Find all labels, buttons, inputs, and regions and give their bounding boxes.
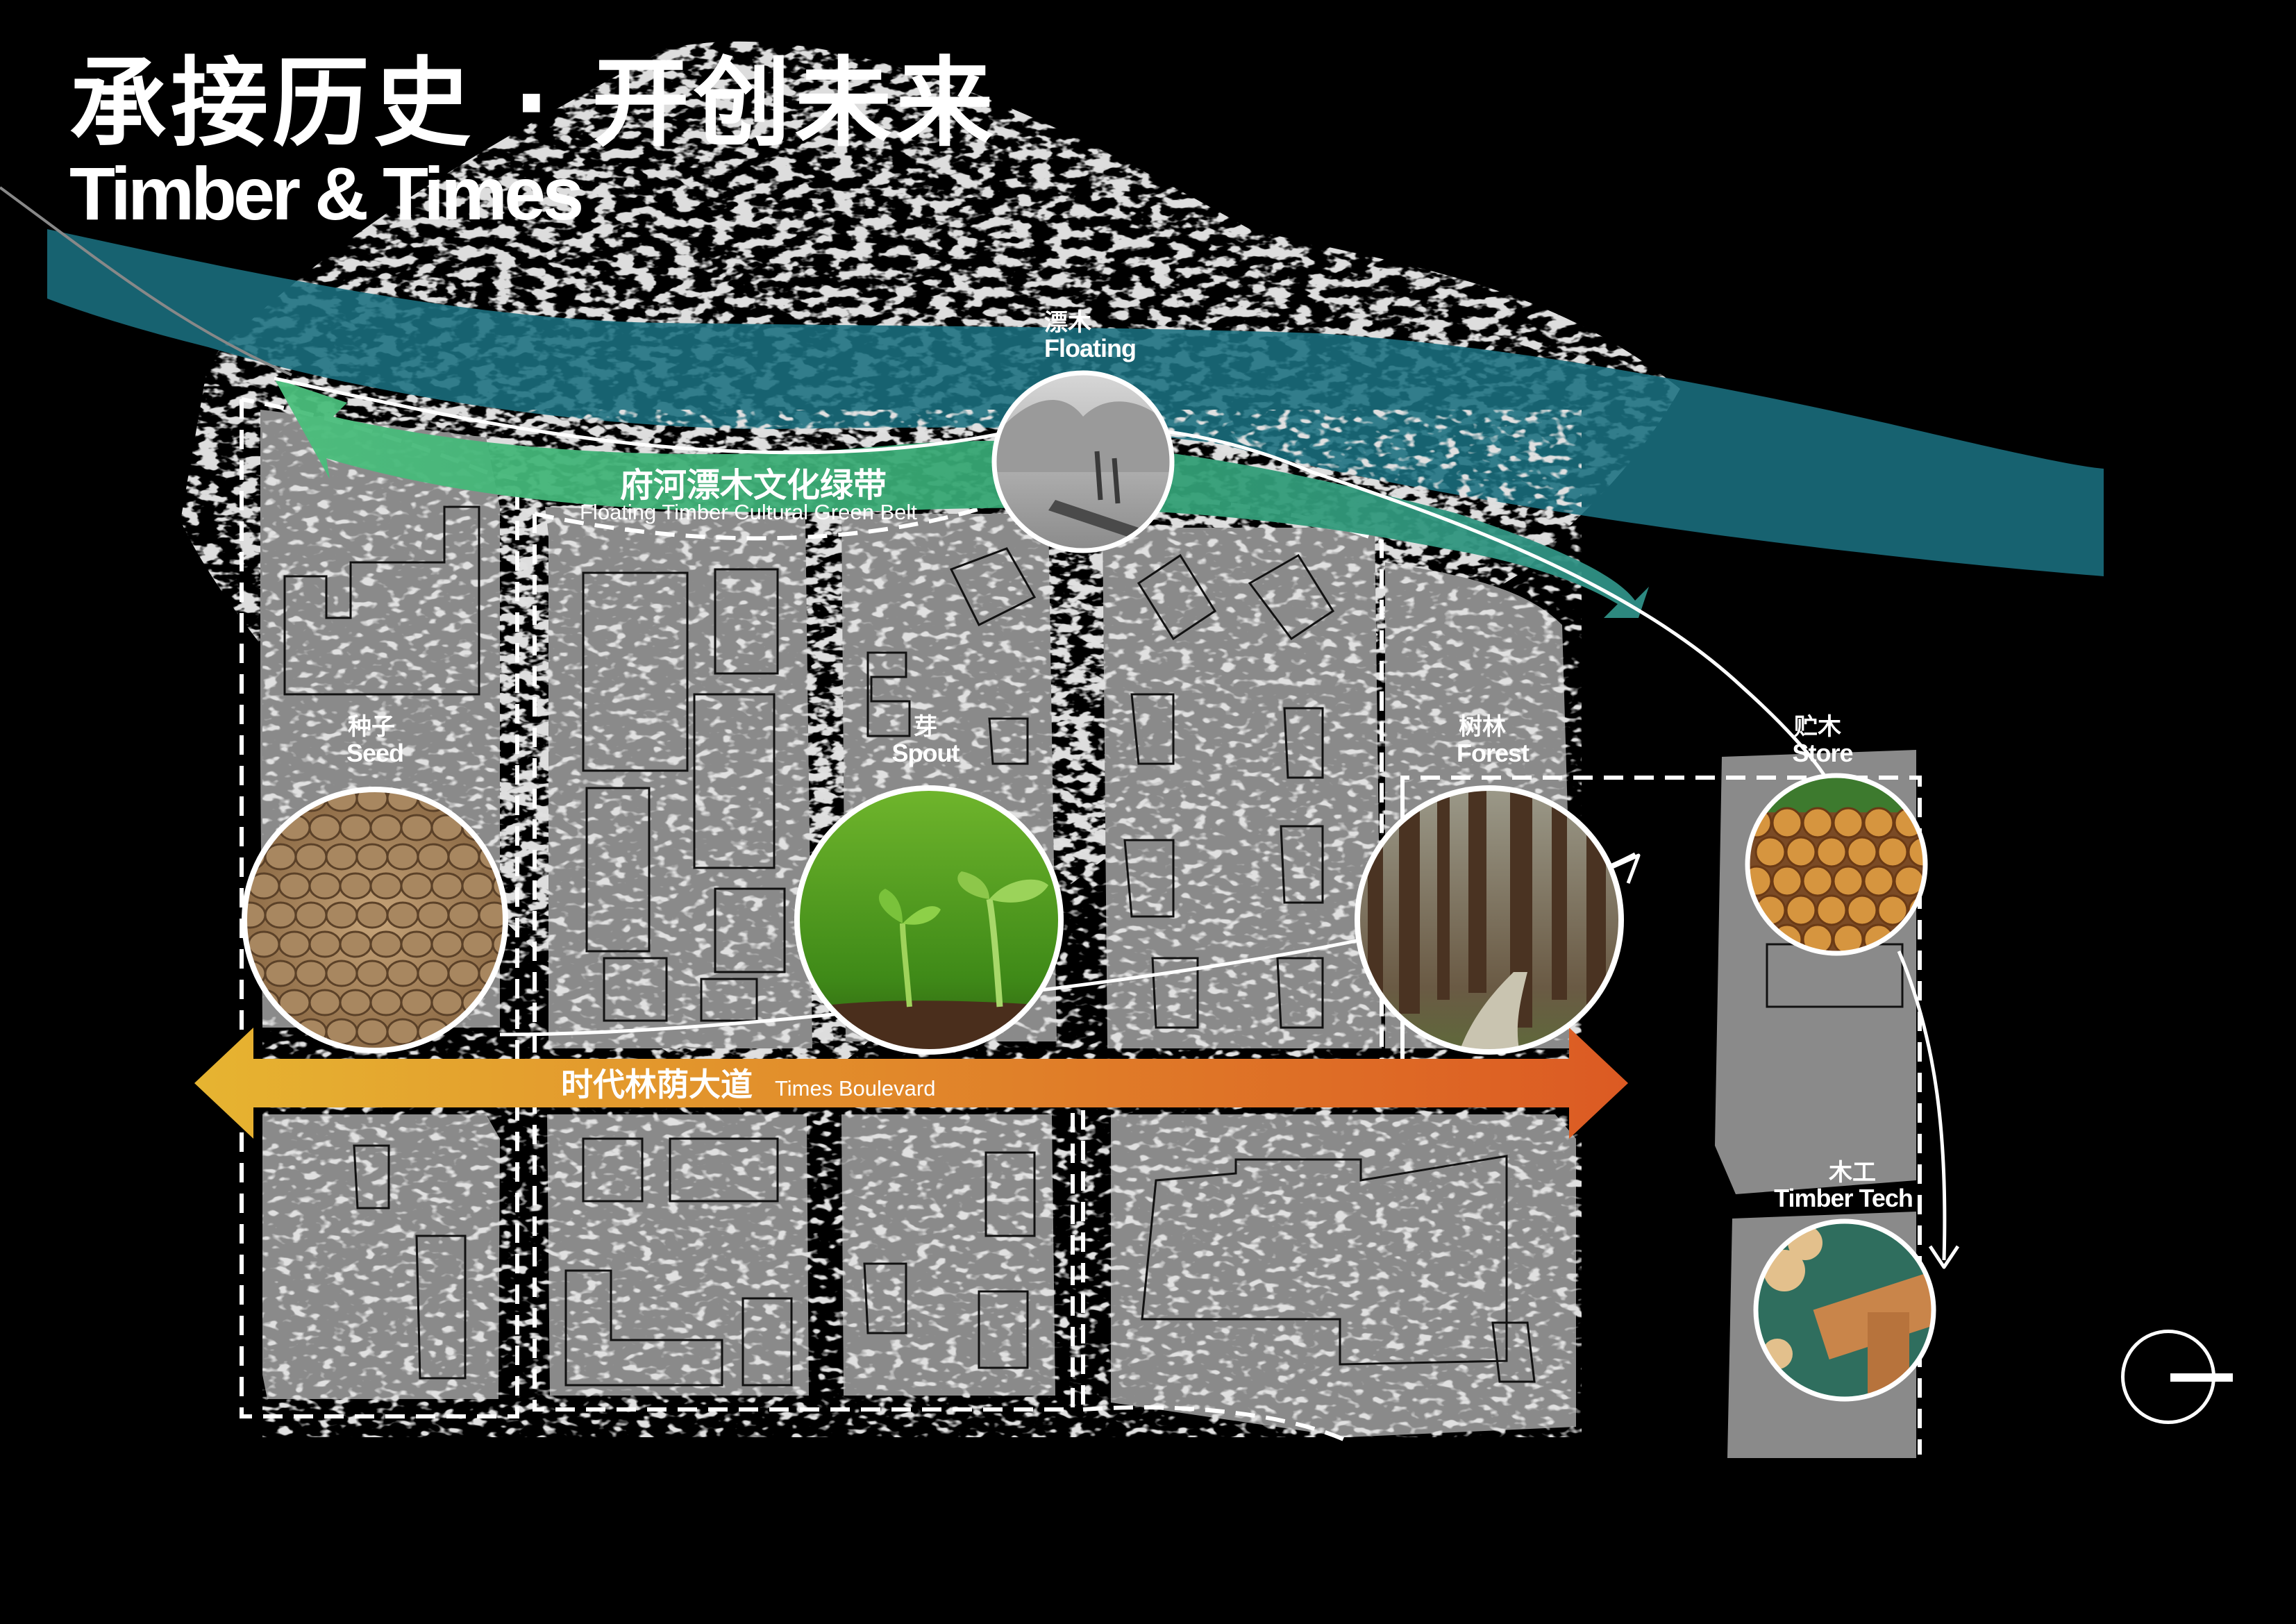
seed-grain (339, 814, 372, 842)
log-end (1816, 894, 1847, 926)
seed-grain (294, 960, 328, 987)
seed-grain (294, 901, 328, 929)
store-label-en: Store (1792, 739, 1852, 767)
seed-grain (264, 960, 297, 987)
seed-grain (339, 872, 372, 900)
floating-label-zh: 漂木 (1044, 310, 1091, 336)
seed-grain (400, 989, 433, 1016)
log-end (1832, 923, 1864, 953)
seed-grain (355, 843, 389, 871)
woodwork-photo (1753, 1219, 1936, 1402)
log-end (1832, 807, 1864, 839)
seed-grain (308, 872, 342, 900)
green-belt-label-zh: 府河漂木文化绿带 (620, 467, 887, 504)
seed-grain (369, 930, 403, 958)
seed-grain (386, 843, 419, 871)
seed-grain (308, 814, 342, 842)
seed-grain (386, 1018, 419, 1046)
log-end (1877, 894, 1909, 926)
log-end (1802, 923, 1834, 953)
seed-grain (400, 814, 433, 842)
seed-grain (244, 901, 267, 929)
forest-label-en: Forest (1457, 739, 1530, 767)
log-end (1754, 836, 1786, 868)
log-end (1846, 894, 1878, 926)
seed-grain (278, 872, 311, 900)
log-end (1846, 836, 1878, 868)
forest-photo (1355, 785, 1624, 1055)
seed-grain (247, 930, 280, 958)
page-title-zh: 承接历史 · 开创未来 (69, 47, 998, 160)
belt-labels: 府河漂木文化绿带 Floating Timber Cultural Green … (561, 467, 935, 1103)
seed-grain (308, 989, 342, 1016)
seed-grain (478, 901, 505, 929)
seed-grain (400, 930, 433, 958)
log-end (1816, 836, 1847, 868)
seed-grain (369, 872, 403, 900)
seed-grain (294, 843, 328, 871)
seed-label-zh: 种子 (348, 714, 395, 740)
spout-label-en: Spout (892, 739, 960, 767)
seed-grain (417, 843, 450, 871)
seed-grain (447, 843, 480, 871)
boulevard-label-en: Times Boulevard (775, 1076, 935, 1100)
seed-grain (430, 989, 464, 1016)
boulevard-label-zh: 时代林荫大道 (561, 1066, 753, 1103)
log-end (1785, 836, 1817, 868)
seed-grain (264, 843, 297, 871)
green-belt-arrow (274, 378, 1649, 618)
log-end (1863, 865, 1895, 897)
seed-grain (430, 930, 464, 958)
seed-grain (417, 960, 450, 987)
seed-grain (278, 930, 311, 958)
log-end (1802, 865, 1834, 897)
seed-grain (355, 960, 389, 987)
log-end (1863, 807, 1895, 839)
building-outlines (283, 505, 1904, 1387)
log-end (1802, 807, 1834, 839)
forest-label-zh: 树林 (1459, 714, 1506, 740)
spout-label-zh: 芽 (914, 714, 937, 740)
seed-grain (447, 960, 480, 987)
seed-grain (430, 872, 464, 900)
seed-grain (325, 843, 358, 871)
floating-label-en: Floating (1044, 334, 1136, 362)
seed-grain (325, 901, 358, 929)
timber-tech-label-zh: 木工 (1828, 1160, 1876, 1186)
timber-tech-label-en: Timber Tech (1774, 1184, 1913, 1212)
log-end (1832, 865, 1864, 897)
seed-grain (264, 901, 297, 929)
node-labels: 漂木 Floating 种子 Seed 芽 Spout 树林 Forest 贮木… (346, 310, 1913, 1212)
seed-grain (369, 814, 403, 842)
log-end (1771, 807, 1803, 839)
seed-grain (386, 960, 419, 987)
seed-label-en: Seed (346, 739, 403, 767)
log-end (1877, 836, 1909, 868)
seed-grain (355, 1018, 389, 1046)
seed-grain (447, 901, 480, 929)
green-belt-label-en: Floating Timber Cultural Green Belt (580, 500, 917, 524)
floating-timber-photo (991, 370, 1175, 553)
seed-grain (461, 872, 494, 900)
seed-grain (308, 930, 342, 958)
times-boulevard-arrow (194, 1028, 1628, 1139)
seed-grain (325, 960, 358, 987)
north-arrow-icon (2121, 1330, 2233, 1424)
log-end (1771, 865, 1803, 897)
seed-grain (417, 901, 450, 929)
seed-grain (369, 989, 403, 1016)
page-title-en: Timber & Times (69, 151, 584, 235)
seed-grain (339, 930, 372, 958)
log-end (1785, 894, 1817, 926)
seed-grain (386, 901, 419, 929)
store-label-zh: 贮木 (1794, 714, 1841, 740)
seed-grain (339, 989, 372, 1016)
historic-line (0, 186, 292, 376)
seed-grain (461, 930, 494, 958)
seed-grain (355, 901, 389, 929)
seed-grain (400, 872, 433, 900)
